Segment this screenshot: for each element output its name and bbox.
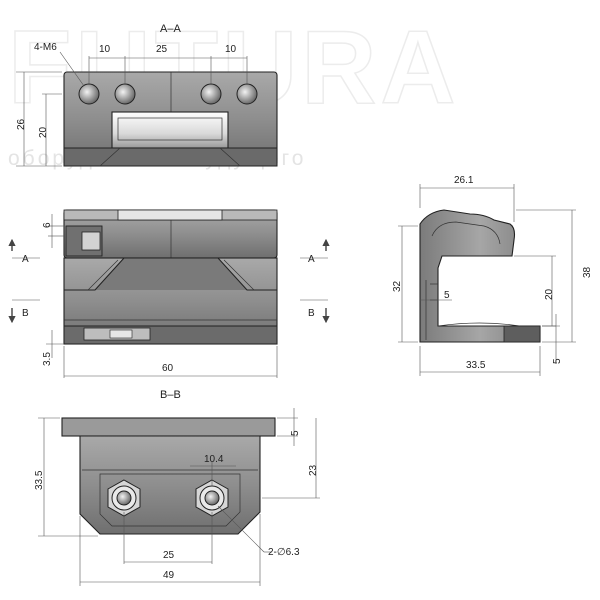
cut-a-right: A (308, 254, 315, 265)
dim-side-foot: 5 (552, 358, 563, 364)
dim-bottom-width: 49 (163, 570, 175, 581)
dim-holes-label: 4-M6 (34, 42, 57, 53)
dim-front-base: 3.5 (42, 352, 53, 366)
dim-bottom-spacing-top: 10.4 (204, 454, 224, 465)
bottom-view-flange (61, 417, 276, 437)
dim-top-height-overall: 26 (16, 118, 27, 130)
dim-side-height-left: 32 (392, 280, 403, 292)
top-hole-2 (114, 83, 136, 105)
top-hole-4 (236, 83, 258, 105)
dim-side-height-right: 38 (582, 266, 593, 278)
dim-bottom-bore: 2-∅6.3 (268, 547, 300, 558)
dim-front-slot: 6 (42, 222, 53, 228)
bottom-view: B–B 5 23 33.5 10.4 25 (34, 389, 320, 586)
cut-a-left: A (22, 254, 29, 265)
top-hole-3 (200, 83, 222, 105)
section-aa-title: A–A (160, 23, 181, 35)
cut-b-left: B (22, 308, 29, 319)
dim-top-pitch-left: 10 (99, 44, 111, 55)
dim-bottom-hole-spacing: 25 (163, 550, 175, 561)
side-view: 26.1 32 38 20 5 5 33.5 (392, 175, 593, 376)
bottom-hole-right (195, 479, 229, 517)
dim-side-wall: 5 (444, 290, 450, 301)
bottom-hole-left (107, 479, 141, 517)
dim-bottom-flange: 5 (290, 430, 301, 436)
top-hole-1 (78, 83, 100, 105)
front-view: A A B B 6 3.5 60 (8, 209, 330, 378)
dim-side-inner-height: 20 (544, 288, 555, 300)
dim-top-pitch-mid: 25 (156, 44, 168, 55)
dim-front-width: 60 (162, 363, 174, 374)
dim-bottom-overall: 33.5 (34, 470, 45, 490)
top-view-knuckle-bar (111, 111, 229, 149)
dim-top-height-inner: 20 (38, 126, 49, 138)
dim-side-top-width: 26.1 (454, 175, 474, 186)
top-view: A–A 4-M6 10 25 10 26 20 (16, 23, 278, 167)
dim-side-depth: 33.5 (466, 360, 486, 371)
side-view-profile (419, 209, 541, 343)
section-bb-title: B–B (160, 389, 181, 401)
dim-top-pitch-right: 10 (225, 44, 237, 55)
cut-b-right: B (308, 308, 315, 319)
dim-bottom-height: 23 (308, 464, 319, 476)
